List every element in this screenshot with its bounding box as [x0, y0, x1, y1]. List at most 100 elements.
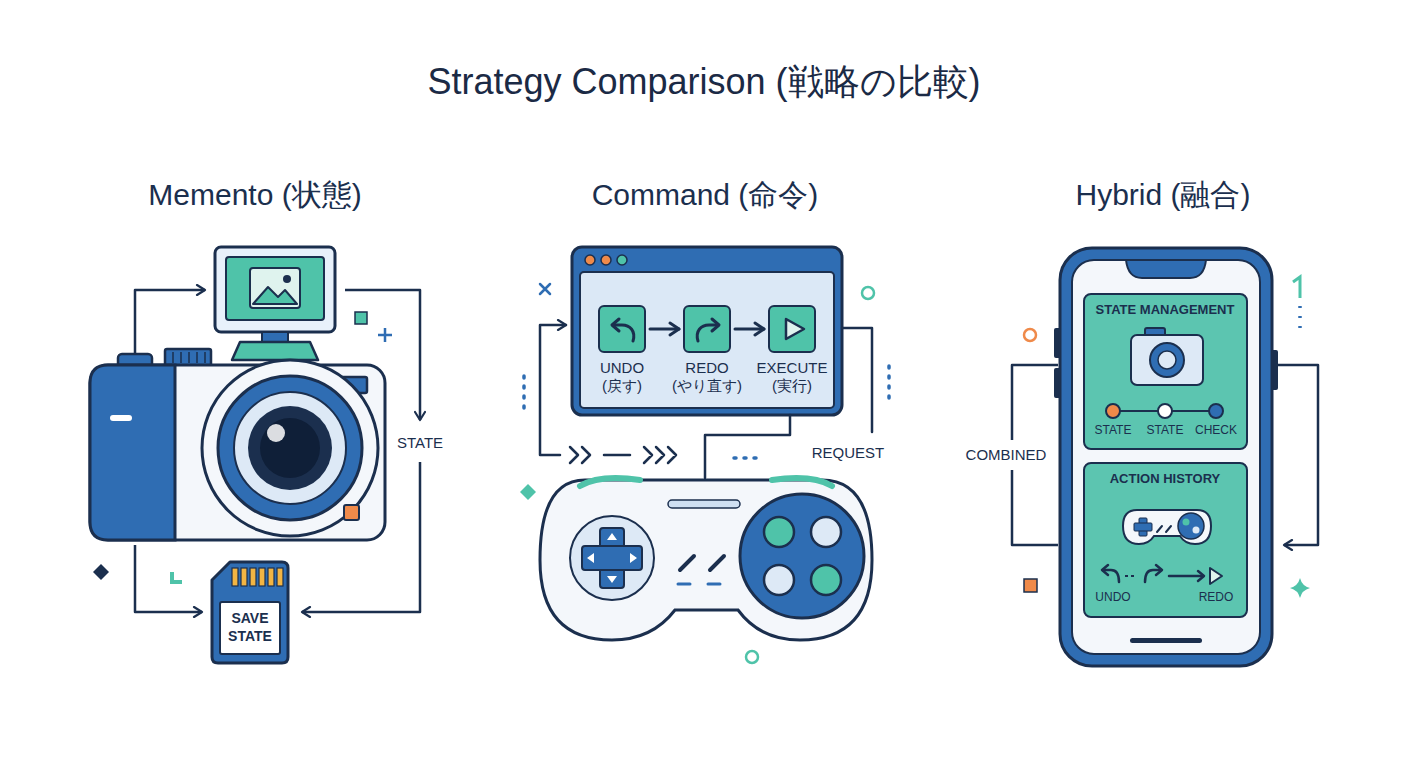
deco-marks-part — [1024, 329, 1036, 341]
state-panel-shape-part — [1158, 404, 1172, 418]
node-text: UNDO (戻す) — [579, 359, 665, 395]
camera-illustration-part — [283, 275, 291, 283]
node-subtext: CHECK — [1190, 423, 1242, 437]
camera-illustration-part — [90, 365, 175, 540]
camera-illustration-part — [202, 360, 378, 536]
arrow-head — [755, 323, 764, 335]
camera-illustration-part — [248, 406, 332, 490]
camera-illustration — [90, 247, 392, 582]
arrow-head — [670, 323, 679, 335]
command-flow-lines-part — [604, 454, 630, 457]
command-window-illustration-part — [601, 255, 611, 265]
node-text: EXECUTE (実行) — [749, 359, 835, 395]
state-panel-shape-part — [1131, 335, 1203, 385]
camera-illustration-part — [267, 424, 285, 442]
diagram-title: Strategy Comparison (戦略の比較) — [154, 60, 1254, 103]
state-panel: STATE MANAGEMENTSTATESTATECHECK — [1083, 293, 1248, 450]
camera-illustration-part — [172, 572, 182, 582]
execute-button-shape-part — [786, 319, 804, 339]
game-controller-illustration-part — [680, 556, 724, 570]
game-controller-illustration-part — [601, 547, 623, 569]
memento-flow-lines-part — [302, 462, 420, 612]
command-window-illustration-part — [585, 255, 595, 265]
phone-illustration-part — [1060, 248, 1272, 666]
node-text: SAVE STATE — [220, 610, 280, 645]
node-subtext: UNDO — [1083, 590, 1143, 604]
history-panel-shape-part — [1169, 575, 1203, 578]
node-text: ACTION HISTORY — [1086, 471, 1244, 487]
undo-button-shape — [600, 307, 644, 351]
hybrid-flow-lines-part — [1012, 365, 1058, 440]
node-subtext: REDO — [1186, 590, 1246, 604]
game-controller-illustration-part — [570, 516, 654, 600]
undo-button: UNDO (戻す) — [598, 305, 646, 353]
column-heading: Command (命令) — [495, 177, 915, 213]
phone-illustration-part — [1130, 638, 1202, 643]
deco-marks-part — [1024, 579, 1037, 592]
game-controller-illustration-part — [811, 517, 841, 547]
command-flow-lines-part — [705, 415, 790, 478]
game-controller-illustration-part — [678, 583, 720, 586]
sd-card: SAVE STATE — [210, 560, 290, 665]
command-flow-lines-part — [540, 284, 550, 294]
sd-card-shape-part — [212, 562, 288, 663]
node-subtext: STATE — [1139, 423, 1191, 437]
history-panel-shape-part — [1193, 527, 1200, 534]
camera-illustration-part — [250, 268, 300, 308]
flow-arrow — [650, 323, 679, 335]
command-flow-lines-part — [644, 447, 676, 463]
node-text: STATE MANAGEMENT — [1086, 302, 1244, 318]
game-controller-illustration-part — [764, 517, 794, 547]
sd-card-shape-part — [277, 568, 283, 586]
game-controller-illustration-part — [740, 494, 864, 618]
command-window-illustration-part — [580, 272, 834, 408]
history-panel-shape-part — [1178, 513, 1204, 539]
camera-illustration-part — [260, 418, 320, 478]
hybrid-flow-lines-part — [1012, 470, 1058, 545]
history-panel-shape-part — [1210, 568, 1222, 584]
history-panel-shape-part — [1123, 510, 1211, 544]
camera-illustration-part — [165, 349, 211, 366]
history-panel-shape-part — [1183, 519, 1190, 526]
execute-button-shape — [770, 307, 814, 351]
sd-card-shape-part — [241, 568, 247, 586]
redo-button-shape-part — [712, 319, 719, 331]
camera-illustration-part — [226, 257, 324, 320]
camera-illustration-part — [93, 564, 109, 580]
game-controller-illustration-part — [580, 478, 640, 486]
game-controller-illustration-part — [772, 478, 832, 486]
camera-illustration-part — [378, 328, 392, 342]
undo-button-shape-part — [612, 319, 619, 331]
phone-illustration — [1054, 248, 1278, 666]
connector-line — [650, 328, 679, 331]
flow-label: REQUEST — [793, 444, 903, 462]
command-flow-lines-part — [887, 366, 891, 398]
flow-label: COMBINED — [951, 446, 1061, 464]
column-heading: Hybrid (融合) — [953, 177, 1373, 213]
sd-card-shape-part — [220, 602, 280, 654]
command-flow-lines-part — [734, 456, 756, 460]
command-window-illustration-part — [572, 247, 842, 415]
game-controller-illustration-part — [764, 565, 794, 595]
command-flow-lines-part — [522, 376, 526, 408]
camera-illustration-part — [234, 392, 346, 504]
history-panel: ACTION HISTORY UNDO REDO — [1083, 462, 1248, 618]
history-panel-shape-part — [1125, 575, 1137, 577]
game-controller-illustration-part — [587, 533, 637, 583]
camera-illustration-part — [355, 312, 367, 324]
deco-marks-part — [862, 287, 874, 299]
deco-marks-part — [1293, 277, 1300, 298]
game-controller-illustration-part — [540, 480, 872, 640]
deco-marks — [520, 287, 874, 663]
command-flow-lines-part — [842, 328, 872, 432]
flow-label: STATE — [375, 434, 465, 452]
hybrid-flow-lines-part — [1276, 365, 1318, 545]
sd-card-shape-part — [268, 568, 274, 586]
camera-illustration-part — [215, 247, 335, 332]
deco-marks-part — [520, 484, 536, 500]
memento-flow-lines-part — [135, 545, 202, 612]
history-panel-shape-part — [1156, 565, 1162, 575]
command-window-illustration-part — [617, 255, 627, 265]
